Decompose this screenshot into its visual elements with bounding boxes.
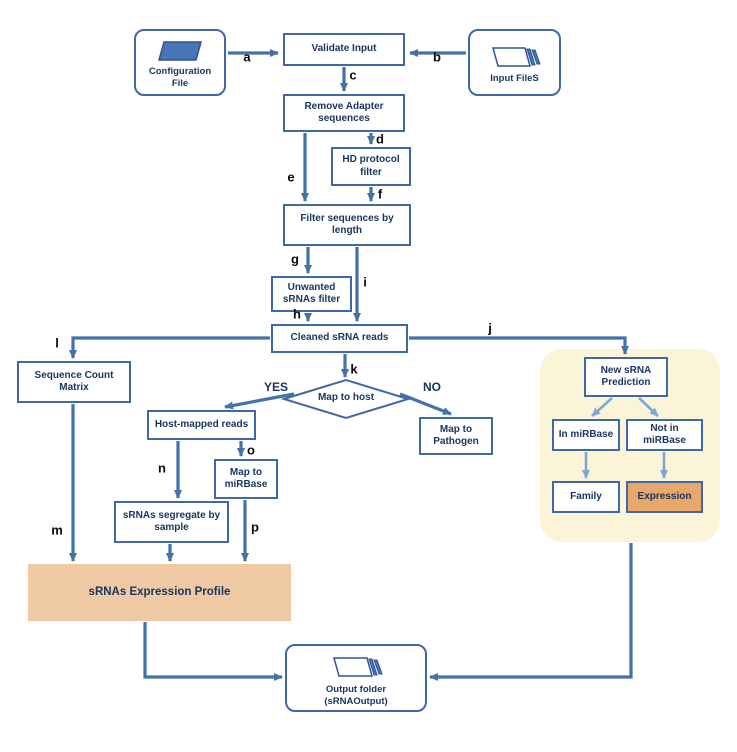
document-icon xyxy=(158,41,202,61)
sequence-count-matrix-node: Sequence Count Matrix xyxy=(17,361,131,403)
input-files-label: Input FileS xyxy=(490,73,539,85)
edge-label-k: k xyxy=(350,361,358,377)
family-node: Family xyxy=(552,481,620,513)
validate-input-node: Validate Input xyxy=(283,33,405,66)
edge-label-h: h xyxy=(293,306,301,322)
edge-l-arrow xyxy=(69,336,270,359)
map-to-pathogen-node: Map to Pathogen xyxy=(419,417,493,455)
prediction-to-notinmirbase-arrow xyxy=(638,397,659,417)
configuration-file-node: Configuration File xyxy=(134,29,226,96)
profile-to-output-arrow xyxy=(143,622,283,681)
family-label: Family xyxy=(570,490,602,502)
not-in-mirbase-node: Not in miRBase xyxy=(626,419,703,451)
unwanted-srnas-filter-label: Unwanted sRNAs filter xyxy=(282,281,341,306)
edge-label-f: f xyxy=(377,186,383,202)
prediction-to-inmirbase-arrow xyxy=(591,397,613,417)
edge-label-b: b xyxy=(433,49,441,65)
cleaned-srna-reads-label: Cleaned sRNA reads xyxy=(290,332,389,344)
edge-label-a: a xyxy=(243,49,251,65)
cleaned-srna-reads-node: Cleaned sRNA reads xyxy=(271,324,408,353)
map-to-mirbase-label: Map to miRBase xyxy=(224,466,268,491)
configuration-file-label: Configuration File xyxy=(148,66,212,89)
decision-yes-label: YES xyxy=(263,380,289,394)
sequence-count-matrix-label: Sequence Count Matrix xyxy=(34,369,114,394)
map-to-host-diamond xyxy=(280,378,412,420)
expression-profile-label: sRNAs Expression Profile xyxy=(88,586,231,599)
remove-adapter-node: Remove Adapter sequences xyxy=(283,94,405,132)
decision-no-label: NO xyxy=(423,380,441,394)
edge-label-o: o xyxy=(247,442,255,458)
validate-input-label: Validate Input xyxy=(311,43,377,55)
edge-label-i: i xyxy=(363,274,367,290)
edge-label-n: n xyxy=(158,460,166,476)
unwanted-srnas-filter-node: Unwanted sRNAs filter xyxy=(271,276,352,312)
prediction-to-output-arrow xyxy=(429,543,633,681)
srnas-segregate-node: sRNAs segregate by sample xyxy=(114,501,229,543)
expression-node: Expression xyxy=(626,481,703,513)
stacked-files-icon xyxy=(491,47,541,67)
in-mirbase-label: In miRBase xyxy=(558,428,614,440)
edge-no-arrow xyxy=(399,392,452,416)
remove-adapter-label: Remove Adapter sequences xyxy=(304,100,384,125)
map-to-host-label: Map to host xyxy=(317,392,375,403)
expression-label: Expression xyxy=(637,490,692,502)
edge-yes-arrow xyxy=(224,392,295,410)
edge-label-p: p xyxy=(251,519,259,535)
output-folder-label: Output folder (sRNAOutput) xyxy=(324,683,388,707)
map-to-mirbase-node: Map to miRBase xyxy=(214,459,278,499)
host-mapped-reads-label: Host-mapped reads xyxy=(154,418,249,430)
map-to-pathogen-label: Map to Pathogen xyxy=(433,423,479,448)
expression-profile-node: sRNAs Expression Profile xyxy=(28,564,291,621)
hd-protocol-filter-label: HD protocol filter xyxy=(342,154,400,178)
host-mapped-reads-node: Host-mapped reads xyxy=(147,410,256,440)
filter-by-length-label: Filter sequences by length xyxy=(300,212,394,237)
hd-protocol-filter-node: HD protocol filter xyxy=(331,147,411,186)
new-srna-prediction-label: New sRNA Prediction xyxy=(600,364,652,389)
in-mirbase-node: In miRBase xyxy=(552,419,620,451)
input-files-node: Input FileS xyxy=(468,29,561,96)
edge-label-l: l xyxy=(55,335,59,351)
edge-label-j: j xyxy=(488,320,492,336)
edge-label-e: e xyxy=(287,169,295,185)
edge-label-d: d xyxy=(376,131,384,147)
edge-label-g: g xyxy=(291,251,299,267)
edge-label-c: c xyxy=(349,67,357,83)
srnas-segregate-label: sRNAs segregate by sample xyxy=(122,509,221,534)
edge-j-arrow xyxy=(409,336,629,355)
new-srna-prediction-node: New sRNA Prediction xyxy=(584,357,668,397)
edge-label-m: m xyxy=(51,522,63,538)
output-folder-node: Output folder (sRNAOutput) xyxy=(285,644,427,712)
not-in-mirbase-label: Not in miRBase xyxy=(643,422,686,447)
filter-by-length-node: Filter sequences by length xyxy=(283,204,411,246)
stacked-files-icon xyxy=(333,656,383,677)
